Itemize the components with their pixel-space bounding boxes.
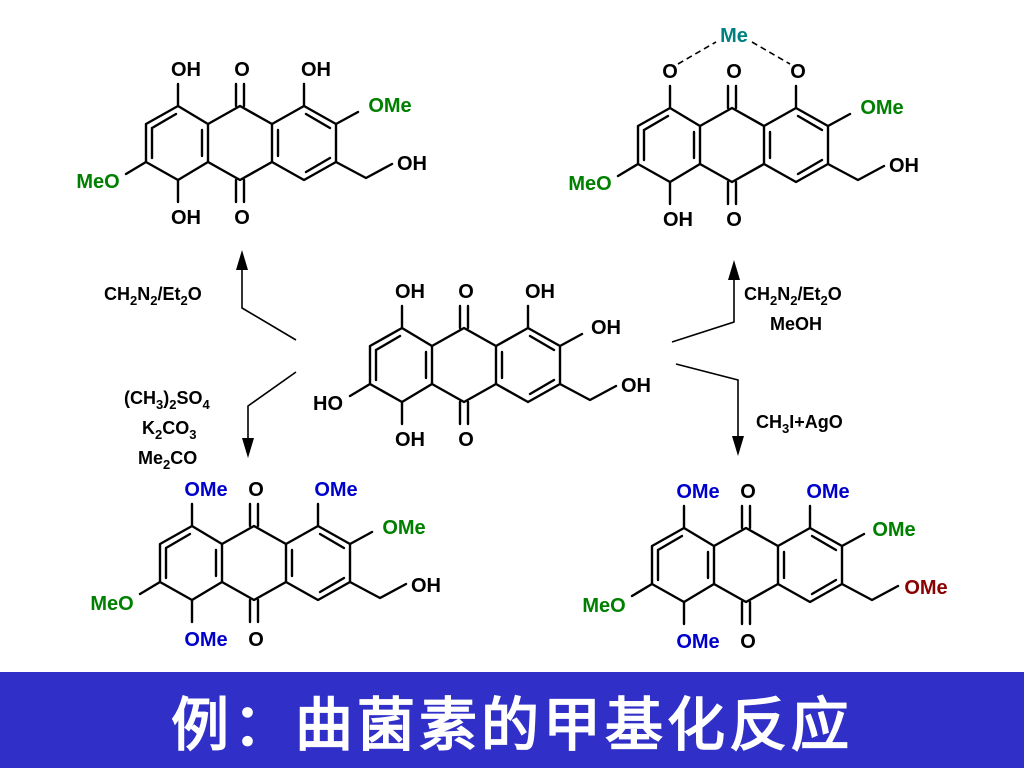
sub-c1: OH: [301, 59, 331, 81]
bridge-me: Me: [720, 25, 748, 47]
reagent-bottom-left-3: Me2CO: [138, 448, 197, 472]
reagent-bottom-left-2: K2CO3: [142, 418, 196, 442]
sub-c3: OH: [621, 375, 651, 397]
banner-title: 例：曲菌素的甲基化反应: [170, 691, 853, 759]
sub-c1: OMe: [806, 481, 849, 503]
sub-c8: OMe: [676, 481, 719, 503]
sub-c9: O: [740, 481, 756, 503]
sub-c1: OMe: [314, 479, 357, 501]
sub-c3: OH: [889, 155, 919, 177]
reagent-top-left: CH2N2/Et2O: [104, 284, 202, 308]
arrowhead-bottom-left: [242, 438, 254, 458]
title-banner: 例：曲菌素的甲基化反应: [0, 672, 1024, 768]
sub-c9: O: [234, 59, 250, 81]
sub-c2: OMe: [872, 519, 915, 541]
arrowhead-top-left: [236, 250, 248, 270]
sub-c6: MeO: [568, 173, 611, 195]
arrow-bottom-right: [675, 363, 739, 438]
sub-c1: O: [790, 61, 806, 83]
sub-c1: OH: [525, 281, 555, 303]
sub-c8: OH: [171, 59, 201, 81]
sub-c8: OMe: [184, 479, 227, 501]
reaction-scheme: OH O OH OMe OH MeO OH O O O O Me OMe OH …: [76, 25, 947, 653]
arrow-bottom-left: [247, 371, 297, 440]
sub-c6: MeO: [76, 171, 119, 193]
sub-c3: OH: [411, 575, 441, 597]
sub-c10: O: [234, 207, 250, 229]
arrowhead-top-right: [728, 260, 740, 280]
sub-c8: O: [662, 61, 678, 83]
reagent-bottom-left-1: (CH3)2SO4: [124, 388, 210, 412]
reagent-top-right-1: CH2N2/Et2O: [744, 284, 842, 308]
product-bottom-left: OMe O OMe OMe OH MeO OMe O: [90, 479, 441, 651]
arrow-top-left: [241, 268, 297, 341]
reagent-top-right-2: MeOH: [770, 314, 822, 334]
product-top-right: O O O Me OMe OH MeO OH O: [568, 25, 919, 231]
reagent-bottom-right: CH3I+AgO: [756, 412, 843, 436]
starting-molecule: OH O OH OH OH HO OH O: [313, 281, 651, 451]
arrowhead-bottom-right: [732, 436, 744, 456]
sub-c5: OH: [395, 429, 425, 451]
sub-c9: O: [726, 61, 742, 83]
sub-c2: OH: [591, 317, 621, 339]
sub-c10: O: [248, 629, 264, 651]
sub-c10: O: [458, 429, 474, 451]
sub-c5: OH: [171, 207, 201, 229]
sub-c5: OH: [663, 209, 693, 231]
sub-c2: OMe: [382, 517, 425, 539]
sub-c6: HO: [313, 393, 343, 415]
sub-c2: OMe: [368, 95, 411, 117]
reaction-arrows: [236, 250, 744, 458]
product-bottom-right: OMe O OMe OMe OMe MeO OMe O: [582, 481, 947, 653]
product-top-left: OH O OH OMe OH MeO OH O: [76, 59, 427, 229]
sub-c8: OH: [395, 281, 425, 303]
sub-c9: O: [248, 479, 264, 501]
sub-c2: OMe: [860, 97, 903, 119]
sub-c3: OMe: [904, 577, 947, 599]
sub-c6: MeO: [582, 595, 625, 617]
sub-c10: O: [740, 631, 756, 653]
sub-c6: MeO: [90, 593, 133, 615]
sub-c9: O: [458, 281, 474, 303]
sub-c5: OMe: [184, 629, 227, 651]
arrow-top-right: [671, 278, 735, 343]
sub-c5: OMe: [676, 631, 719, 653]
sub-c10: O: [726, 209, 742, 231]
sub-c3: OH: [397, 153, 427, 175]
